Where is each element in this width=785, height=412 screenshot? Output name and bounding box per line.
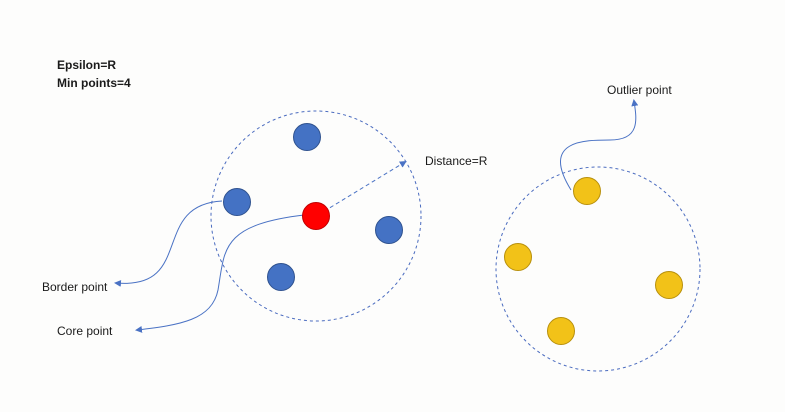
- blue-point: [267, 263, 295, 291]
- epsilon-circle-right: [495, 166, 701, 372]
- border-point-marker: [223, 188, 251, 216]
- outlier-point-marker: [573, 177, 601, 205]
- core-point-arrow: [135, 214, 305, 333]
- yellow-point: [504, 243, 532, 271]
- yellow-point: [547, 317, 575, 345]
- epsilon-label: Epsilon=R: [57, 58, 117, 72]
- border-point-label: Border point: [42, 280, 108, 294]
- core-point-marker: [302, 202, 330, 230]
- yellow-point: [655, 271, 683, 299]
- epsilon-circle-left: [210, 110, 422, 322]
- border-point-arrow: [114, 200, 223, 287]
- min-points-label: Min points=4: [57, 76, 131, 90]
- distance-label: Distance=R: [425, 154, 488, 168]
- outlier-point-label: Outlier point: [607, 83, 672, 97]
- blue-point: [293, 123, 321, 151]
- outlier-point-arrow: [560, 99, 639, 191]
- core-point-label: Core point: [57, 324, 113, 338]
- radius-arrow: [317, 160, 407, 216]
- blue-point: [375, 216, 403, 244]
